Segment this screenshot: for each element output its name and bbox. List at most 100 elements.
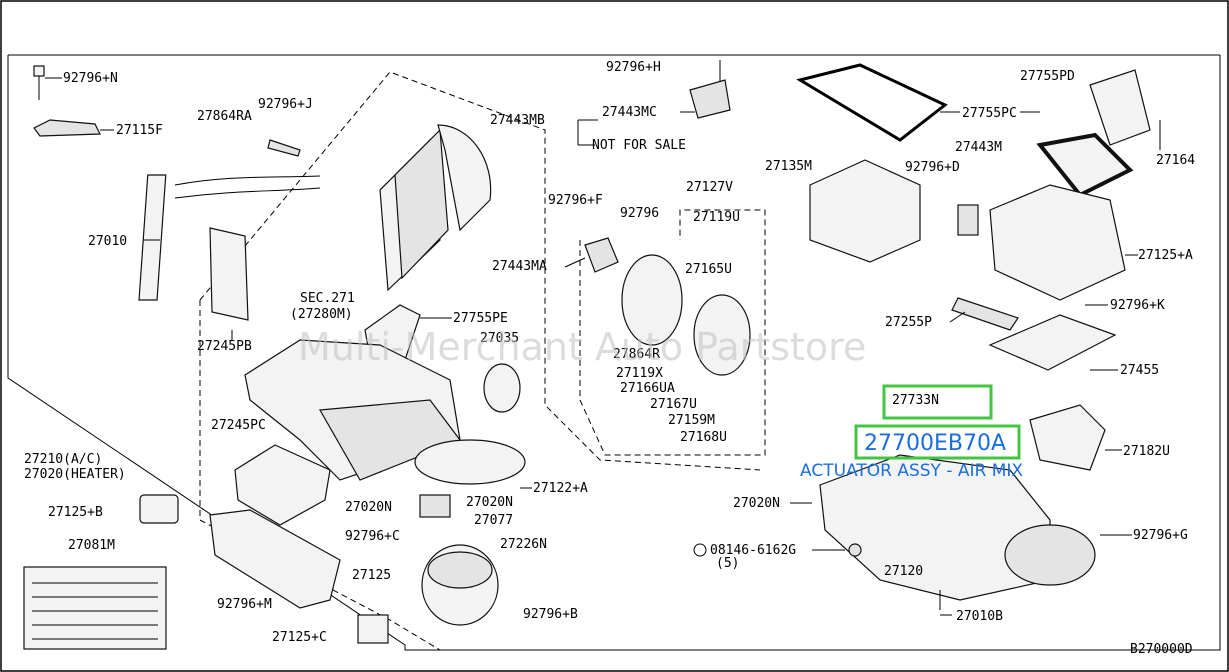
label-27119u: 27119U [693, 210, 740, 225]
label-27210: 27210(A/C) [24, 452, 102, 467]
actuator-27443ma-icon [584, 237, 619, 273]
label-plate-lines [32, 582, 158, 640]
label-27020n-b: 27020N [466, 495, 513, 510]
label-27010b: 27010B [956, 609, 1003, 624]
label-27165u: 27165U [685, 262, 732, 277]
actuator-27443m-icon [957, 204, 979, 236]
label-27166ua: 27166UA [620, 381, 675, 396]
label-27077: 27077 [474, 513, 513, 528]
label-27020n-c: 27020N [733, 496, 780, 511]
blower-disc-27035-icon [483, 363, 521, 413]
label-27010: 27010 [88, 234, 127, 249]
label-92796m: 92796+M [217, 597, 272, 612]
label-27115f: 27115F [116, 123, 163, 138]
main-housing-27120-icon [819, 404, 1106, 601]
label-27182u: 27182U [1123, 444, 1170, 459]
pipe-assembly-27010-icon [138, 139, 321, 301]
label-92796n: 92796+N [63, 71, 118, 86]
label-92796g: 92796+G [1133, 528, 1188, 543]
label-27755pd: 27755PD [1020, 69, 1075, 84]
label-27125c: 27125+C [272, 630, 327, 645]
label-27226n: 27226N [500, 537, 547, 552]
label-92796c: 92796+C [345, 529, 400, 544]
label-08146: 08146-6162G [710, 543, 796, 558]
label-27280m: (27280M) [290, 307, 353, 322]
label-not-for-sale: NOT FOR SALE [592, 138, 686, 153]
bracket-27115f-icon [33, 119, 101, 137]
inner-frame [7, 55, 1221, 651]
door-27165u-icon [693, 294, 751, 376]
label-27122a: 27122+A [533, 481, 588, 496]
label-27081m: 27081M [68, 538, 115, 553]
assembly-boundary [199, 71, 761, 471]
housing-27125a-icon [989, 184, 1126, 301]
gasket-27125b-icon [139, 494, 179, 524]
door-27864r-icon [621, 254, 683, 346]
label-27035: 27035 [480, 331, 519, 346]
label-27164: 27164 [1156, 153, 1195, 168]
part-labels: 92796+N 27115F 27864RA 92796+J 27010 272… [24, 60, 1195, 657]
label-27755pe: 27755PE [453, 311, 508, 326]
label-27125: 27125 [352, 568, 391, 583]
highlight-label-27733n: 27733N [892, 393, 939, 408]
label-27127v: 27127V [686, 180, 733, 195]
resistor-27077-icon [419, 494, 451, 518]
label-27120: 27120 [884, 564, 923, 579]
label-27864r: 27864R [613, 347, 660, 362]
seal-27755pc-icon [796, 63, 948, 142]
label-sec271: SEC.271 [300, 291, 355, 306]
label-27167u: 27167U [650, 397, 697, 412]
subassembly-box [579, 209, 766, 456]
label-27020-heater: 27020(HEATER) [24, 467, 126, 482]
label-qty-5: (5) [716, 556, 739, 571]
label-27119x: 27119X [616, 366, 663, 381]
seal-27255p-icon [951, 297, 1019, 331]
label-92796: 92796 [620, 206, 659, 221]
label-27864ra: 27864RA [197, 109, 252, 124]
lower-case-left-icon [244, 339, 526, 485]
label-92796d: 92796+D [905, 160, 960, 175]
label-27125a: 27125+A [1138, 248, 1193, 263]
duct-27182u-icon [1029, 404, 1106, 471]
highlight-box-27700eb70a[interactable] [854, 424, 1021, 460]
label-27168u: 27168U [680, 430, 727, 445]
highlight-group[interactable]: 27733N 27700EB70A ACTUATOR ASSY - AIR MI… [800, 384, 1023, 481]
gasket-27125c-icon [357, 614, 389, 644]
label-92796b: 92796+B [523, 607, 578, 622]
label-92796f: 92796+F [548, 193, 603, 208]
seal-27245pc-icon [234, 444, 331, 526]
actuator-27443mc-icon [689, 79, 731, 119]
label-27443ma: 27443MA [492, 259, 547, 274]
label-27245pc: 27245PC [211, 418, 266, 433]
label-92796k: 92796+K [1110, 298, 1165, 313]
label-27159m: 27159M [668, 413, 715, 428]
highlight-partnumber[interactable]: 27700EB70A [864, 431, 1006, 456]
label-27255p: 27255P [885, 315, 932, 330]
duct-27125-icon [209, 509, 341, 609]
label-27443mc: 27443MC [602, 105, 657, 120]
seal-27755pd-icon [1036, 132, 1134, 198]
label-27755pc: 27755PC [962, 106, 1017, 121]
highlight-description: ACTUATOR ASSY - AIR MIX [800, 461, 1023, 481]
heater-core-icon [364, 124, 492, 361]
label-27125b: 27125+B [48, 505, 103, 520]
bolt-marker-icon [693, 543, 707, 557]
label-plate-27081m-icon [23, 566, 167, 650]
label-27020n-a: 27020N [345, 500, 392, 515]
bolt-08146-icon [848, 543, 862, 557]
filter-27164-icon [1089, 69, 1151, 146]
highlight-box-27733n[interactable] [882, 384, 993, 420]
label-27245pb: 27245PB [197, 339, 252, 354]
diagram-code: B270000D [1130, 642, 1193, 657]
assembly-boundary-left [199, 300, 441, 651]
watermark: Multi-Merchant Auto Partstore [298, 325, 866, 369]
screw-92796n-icon [33, 65, 45, 100]
label-92796j: 92796+J [258, 97, 313, 112]
seal-27245pb-icon [209, 227, 249, 321]
label-27443mb: 27443MB [490, 113, 545, 128]
leader-lines [45, 77, 1161, 616]
housing-27135m-icon [809, 159, 921, 263]
